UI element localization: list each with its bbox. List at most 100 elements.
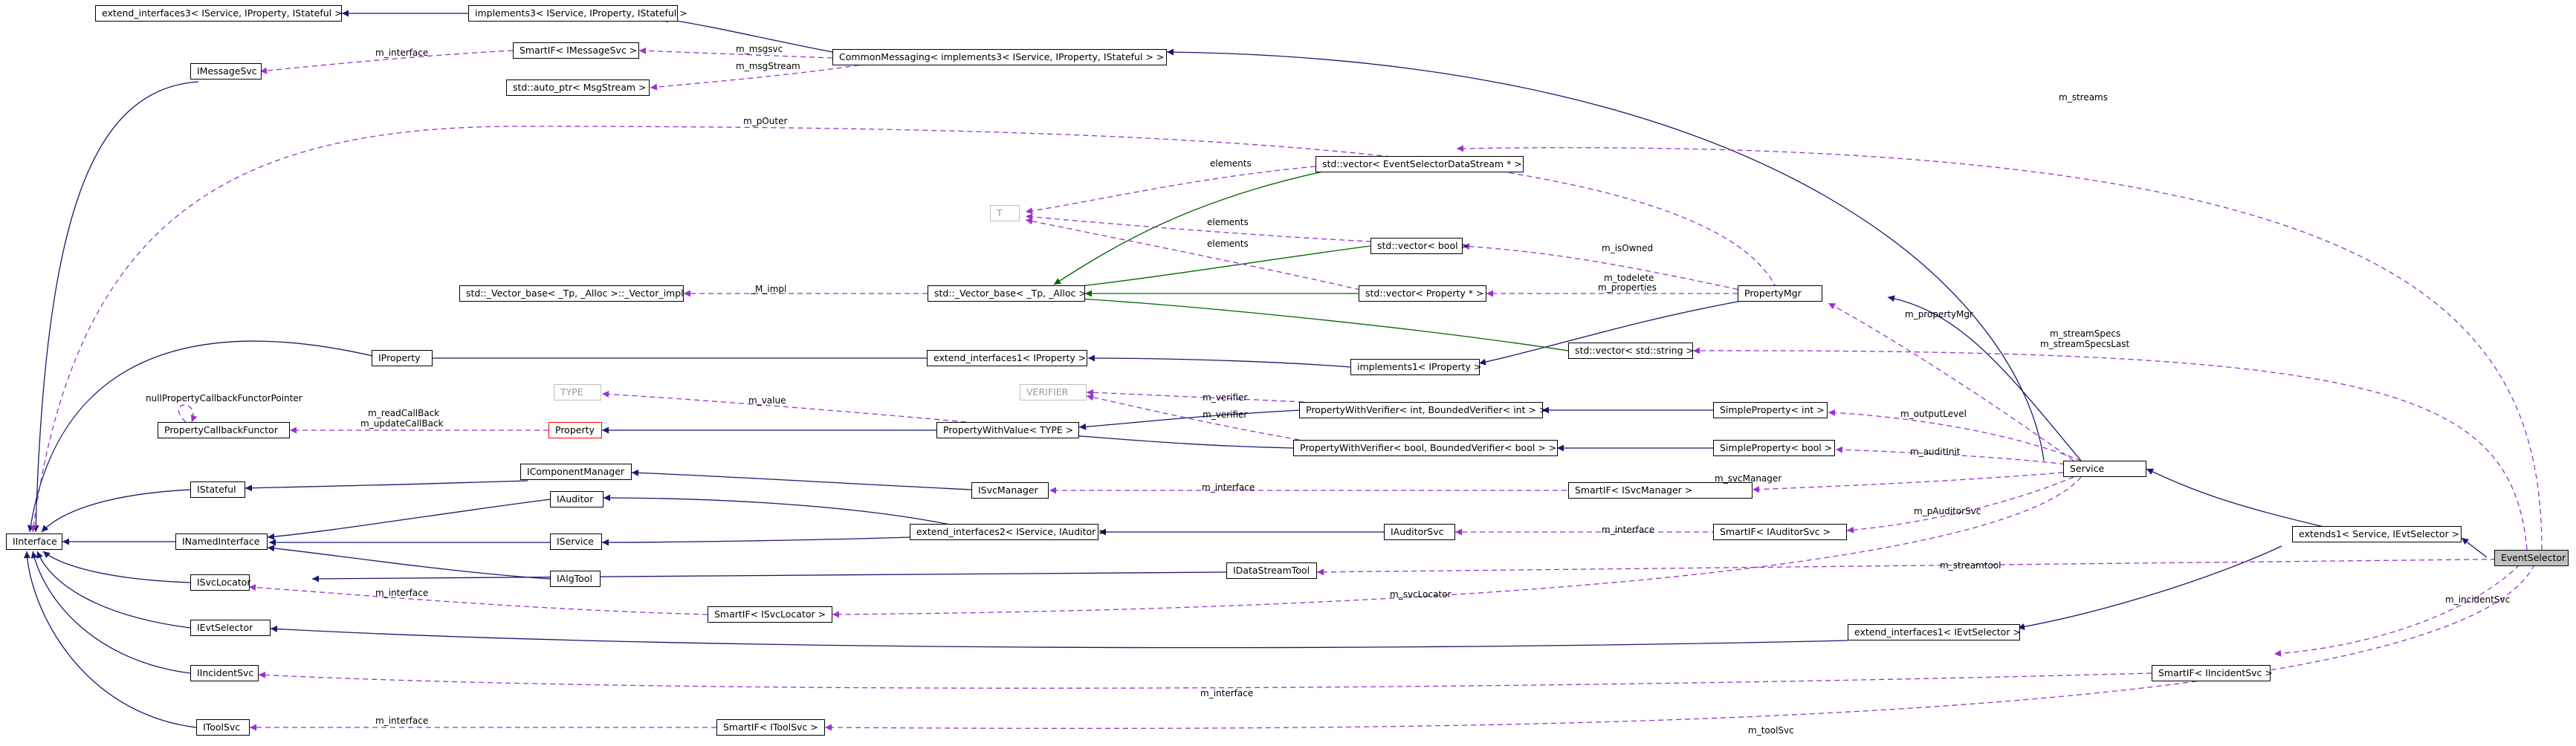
- node-vector-property[interactable]: std::vector< Property * >: [1359, 285, 1486, 302]
- node-imessagesvc[interactable]: IMessageSvc: [190, 63, 262, 80]
- node-iauditor[interactable]: IAuditor: [550, 491, 603, 507]
- node-smartif-iauditorsvc[interactable]: SmartIF< IAuditorSvc >: [1713, 524, 1847, 540]
- node-commonmessaging[interactable]: CommonMessaging< implements3< IService, …: [832, 49, 1167, 65]
- edge-eventselector-smartitool: [824, 564, 2535, 731]
- node-eventselector[interactable]: EventSelector: [2494, 550, 2569, 566]
- edge-property-pcbf-self: [178, 404, 198, 423]
- node-vector-bool[interactable]: std::vector< bool >: [1370, 238, 1469, 254]
- label-nullpropertycallbackfunctorpointer: nullPropertyCallbackFunctorPointer: [146, 393, 302, 403]
- node-auto-ptr-msgstream[interactable]: std::auto_ptr< MsgStream >: [506, 80, 650, 96]
- edge-pwvbool-verifier: [1086, 394, 1309, 442]
- node-simpleproperty-int[interactable]: SimpleProperty< int >: [1713, 402, 1828, 418]
- edge-pwvtype-type: [601, 391, 967, 423]
- edge-ext1svc-service: [2146, 468, 2334, 530]
- label-m-streams: m_streams: [2059, 92, 2108, 103]
- edge-smartimsg-imsgsvc: [259, 50, 514, 74]
- label-m-updatecallback: m_updateCallBack: [360, 418, 444, 429]
- node-smartif-imessagesvc[interactable]: SmartIF< IMessageSvc >: [513, 42, 639, 59]
- node-iproperty[interactable]: IProperty: [372, 350, 433, 366]
- node-simpleproperty-bool[interactable]: SimpleProperty< bool >: [1713, 440, 1835, 456]
- edge-ext1svc-ext1ievt: [2017, 545, 2282, 630]
- node-template-T[interactable]: T: [990, 205, 1020, 221]
- edge-smartisvcloc-isvcloc: [248, 584, 708, 615]
- label-m-incidentsvc: m_incidentSvc: [2445, 594, 2511, 605]
- label-m-impl: _M_impl: [751, 284, 787, 294]
- label-m-interface-tool: m_interface: [375, 716, 429, 726]
- node-idatastreamtool[interactable]: IDataStreamTool: [1226, 562, 1317, 579]
- node-smartif-isvclocator[interactable]: SmartIF< ISvcLocator >: [708, 606, 832, 623]
- node-iincidentsvc[interactable]: IIncidentSvc: [190, 665, 259, 681]
- node-itoolsvc[interactable]: IToolSvc: [196, 719, 250, 736]
- node-isvcmanager[interactable]: ISvcManager: [971, 482, 1049, 499]
- node-smartif-iincidentsvc[interactable]: SmartIF< IIncidentSvc >: [2152, 665, 2273, 681]
- label-m-pauditorsvc: m_pAuditorSvc: [1914, 506, 1981, 516]
- edge-ialgtool-inamed: [267, 545, 551, 580]
- label-m-svclocator: m_svcLocator: [1390, 589, 1452, 600]
- label-m-outputlevel: m_outputLevel: [1900, 409, 1967, 419]
- edge-ievtsel-iinterface: [36, 551, 191, 629]
- node-vector-base[interactable]: std::_Vector_base< _Tp, _Alloc >: [928, 285, 1087, 302]
- edge-propmgr-iinterface: [30, 126, 1777, 533]
- node-template-VERIFIER[interactable]: VERIFIER: [1020, 384, 1087, 400]
- node-extend-interfaces2[interactable]: extend_interfaces2< IService, IAuditor >: [910, 524, 1107, 540]
- node-service[interactable]: Service: [2063, 461, 2146, 477]
- node-icomponentmanager[interactable]: IComponentManager: [520, 464, 632, 480]
- node-propertycallbackfunctor[interactable]: PropertyCallbackFunctor: [158, 422, 290, 438]
- node-smartif-itoolsvc[interactable]: SmartIF< IToolSvc >: [716, 719, 825, 736]
- label-m-interface-inc: m_interface: [1200, 688, 1254, 698]
- node-iservice[interactable]: IService: [550, 533, 602, 550]
- edge-isvcmgr-icompmgr: [631, 469, 972, 490]
- edge-icompmgr-istateful: [245, 480, 528, 492]
- node-extend-interfaces1-ievtselector[interactable]: extend_interfaces1< IEvtSelector >: [1848, 624, 2021, 640]
- node-propertywithvalue-type[interactable]: PropertyWithValue< TYPE >: [936, 422, 1079, 438]
- label-m-interface-loc: m_interface: [375, 588, 429, 598]
- node-ievtselector[interactable]: IEvtSelector: [190, 620, 271, 636]
- edge-service-simpleint: [1828, 409, 2082, 461]
- edge-vecstring-vecbase: [1053, 294, 1569, 351]
- node-implements1-iproperty[interactable]: implements1< IProperty >: [1350, 359, 1481, 375]
- node-propertywithverifier-int[interactable]: PropertyWithVerifier< int, BoundedVerifi…: [1299, 402, 1547, 418]
- node-extend-interfaces3[interactable]: extend_interfaces3< IService, IProperty,…: [95, 5, 343, 22]
- node-extends1-service-ievtselector[interactable]: extends1< Service, IEvtSelector >: [2292, 526, 2462, 542]
- node-template-TYPE[interactable]: TYPE: [554, 384, 601, 400]
- label-m-interface: m_interface: [375, 48, 429, 58]
- edge-commsg-impl3: [661, 16, 833, 53]
- node-vector-eventselectordatastream[interactable]: std::vector< EventSelectorDataStream * >: [1315, 156, 1524, 172]
- edge-eventselector-vecstring: [1692, 347, 2528, 551]
- label-elements-vec: elements: [1210, 158, 1252, 169]
- edge-eventselector-idst: [1316, 558, 2541, 576]
- label-m-toolsvc: m_toolSvc: [1748, 725, 1794, 736]
- edge-eventselector-smartiinc: [2274, 564, 2520, 657]
- edge-ext1ievt-ievtsel: [270, 625, 1848, 649]
- node-propertywithverifier-bool[interactable]: PropertyWithVerifier< bool, BoundedVerif…: [1293, 440, 1558, 456]
- node-iauditorsvc[interactable]: IAuditorSvc: [1384, 524, 1455, 540]
- edge-isvcloc-iinterface: [42, 551, 191, 583]
- edge-eventselector-vecevt: [1456, 145, 2543, 551]
- edge-istateful-iinterface: [41, 489, 191, 533]
- edge-ext2-iservice: [601, 536, 910, 546]
- label-m-streamtool: m_streamtool: [1940, 560, 2001, 571]
- node-istateful[interactable]: IStateful: [190, 481, 245, 498]
- node-smartif-isvcmanager[interactable]: SmartIF< ISvcManager >: [1568, 482, 1753, 499]
- label-m-streamspecs: m_streamSpecs: [2050, 328, 2121, 339]
- node-vector-string[interactable]: std::vector< std::string >: [1568, 343, 1694, 359]
- node-property[interactable]: Property: [548, 422, 602, 438]
- label-m-verifier-int: m_verifier: [1203, 392, 1248, 403]
- node-vector-base-impl[interactable]: std::_Vector_base< _Tp, _Alloc >::_Vecto…: [459, 285, 684, 302]
- label-m-propertymgr: m_propertyMgr: [1905, 309, 1973, 320]
- edge-eventselector-ext1svc: [2461, 537, 2488, 558]
- edge-ialgtool-idst: [311, 571, 1227, 583]
- node-iinterface[interactable]: IInterface: [6, 533, 62, 550]
- node-ialgtool[interactable]: IAlgTool: [550, 571, 601, 587]
- edge-ext2-iauditor: [603, 494, 951, 525]
- node-inamedinterface[interactable]: INamedInterface: [175, 533, 268, 550]
- node-extend-interfaces1-iproperty[interactable]: extend_interfaces1< IProperty >: [927, 350, 1087, 366]
- node-propertymgr[interactable]: PropertyMgr: [1738, 285, 1822, 302]
- edge-pwvint-verifier: [1086, 389, 1304, 403]
- node-isvclocator[interactable]: ISvcLocator: [190, 574, 251, 591]
- label-m-properties: m_properties: [1598, 282, 1657, 293]
- label-m-msgstream: m_msgStream: [736, 61, 800, 71]
- node-implements3[interactable]: implements3< IService, IProperty, IState…: [468, 5, 687, 22]
- label-m-svcmanager: m_svcManager: [1715, 473, 1782, 484]
- label-m-interface-aud: m_interface: [1602, 525, 1655, 535]
